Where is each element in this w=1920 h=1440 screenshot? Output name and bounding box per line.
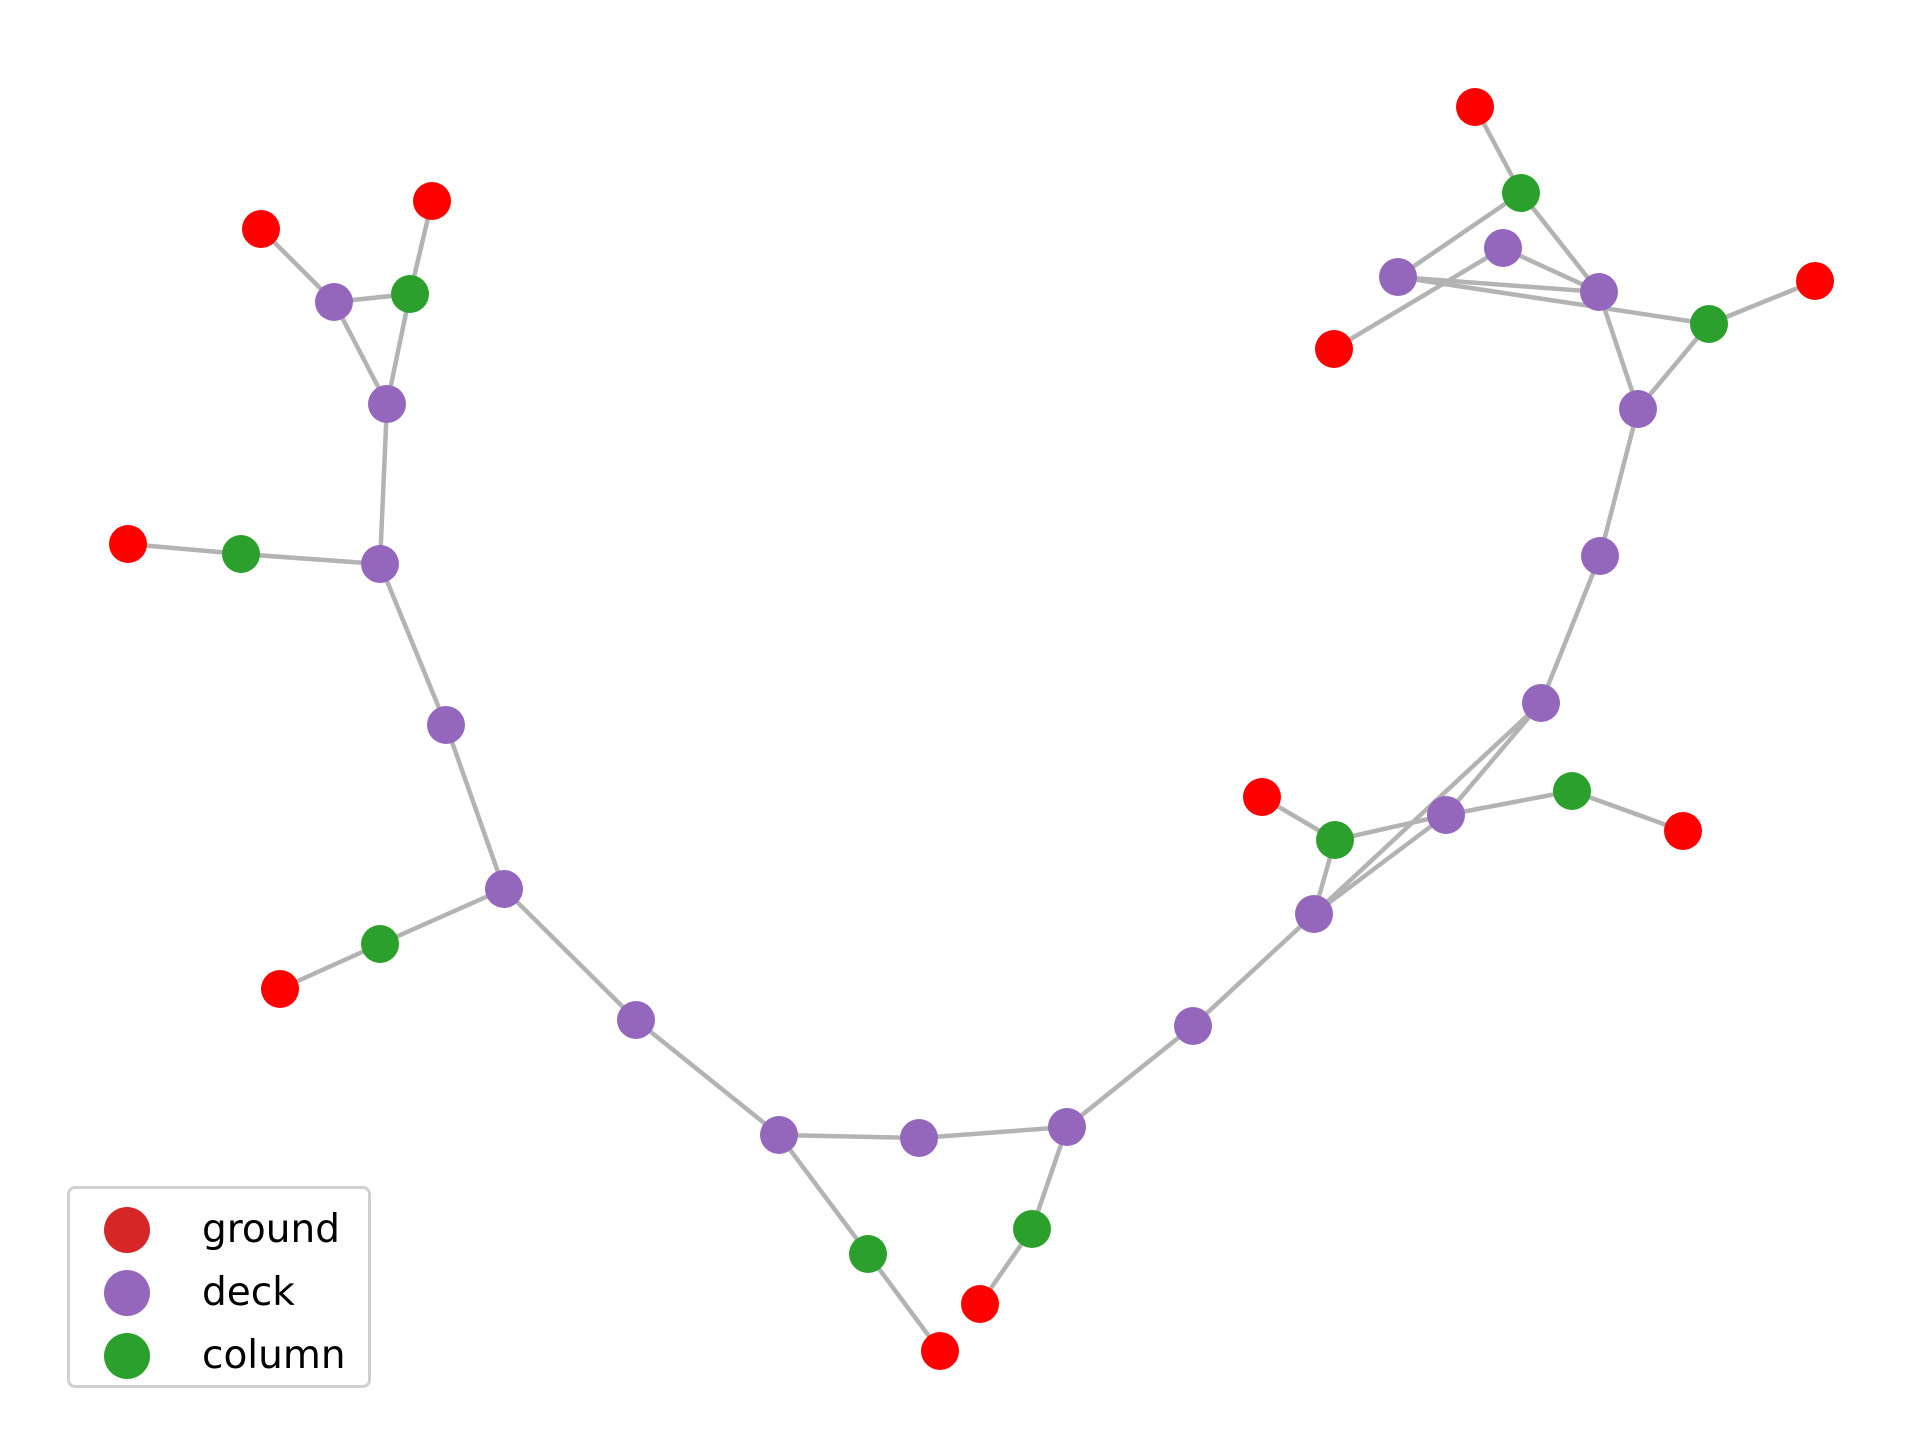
- node-deck-n13: [617, 1001, 655, 1039]
- edge-n9-n10: [443, 722, 507, 892]
- edge-n10-n13: [501, 886, 639, 1023]
- node-deck-n28: [1522, 684, 1560, 722]
- node-deck-n34: [1580, 273, 1618, 311]
- node-deck-n15: [900, 1119, 938, 1157]
- edge-n25-n26: [1443, 788, 1575, 818]
- edge-n16-n21: [1064, 1023, 1196, 1130]
- node-deck-n3: [315, 283, 353, 321]
- node-deck-n25: [1427, 796, 1465, 834]
- node-ground-n36: [1456, 88, 1494, 126]
- node-column-n23: [1316, 821, 1354, 859]
- edge-n14-n17: [776, 1132, 871, 1257]
- node-column-n11: [361, 925, 399, 963]
- node-ground-n20: [961, 1285, 999, 1323]
- node-deck-n14: [760, 1116, 798, 1154]
- edge-n17-n18: [865, 1251, 943, 1354]
- legend-swatch-column: [104, 1333, 150, 1379]
- edge-layer: [125, 104, 1818, 1354]
- node-column-n19: [1013, 1210, 1051, 1248]
- node-deck-n22: [1295, 895, 1333, 933]
- node-column-n7: [222, 535, 260, 573]
- edge-n14-n15: [776, 1132, 922, 1141]
- node-deck-n10: [485, 870, 523, 908]
- edge-n3-n5: [331, 299, 390, 407]
- edge-n15-n16: [916, 1124, 1070, 1141]
- edge-n21-n22: [1190, 911, 1317, 1029]
- legend-label-ground: ground: [202, 1207, 340, 1252]
- edge-n37-n31: [1395, 274, 1712, 327]
- node-deck-n37: [1379, 258, 1417, 296]
- legend-label-deck: deck: [202, 1270, 295, 1315]
- edge-n26-n27: [1569, 788, 1686, 834]
- node-deck-n33: [1484, 229, 1522, 267]
- edge-n29-n30: [1597, 406, 1641, 559]
- edge-n30-n34: [1596, 289, 1641, 412]
- edge-n34-n37: [1395, 274, 1602, 295]
- edge-n22-n25: [1311, 812, 1449, 917]
- node-ground-n38: [1315, 330, 1353, 368]
- edge-n34-n35: [1518, 190, 1602, 295]
- node-deck-n9: [427, 706, 465, 744]
- edge-n8-n9: [377, 561, 449, 728]
- legend-item-ground: ground: [70, 1205, 368, 1255]
- node-column-n35: [1502, 174, 1540, 212]
- node-deck-n21: [1174, 1007, 1212, 1045]
- edge-n10-n11: [377, 886, 507, 947]
- node-ground-n18: [921, 1332, 959, 1370]
- node-column-n4: [391, 275, 429, 313]
- node-column-n26: [1553, 772, 1591, 810]
- node-deck-n29: [1581, 537, 1619, 575]
- legend: ground deck column: [67, 1186, 371, 1388]
- node-ground-n2: [413, 182, 451, 220]
- edge-n5-n8: [377, 401, 390, 567]
- edge-n33-n38: [1331, 245, 1506, 352]
- node-layer: [109, 88, 1834, 1370]
- edge-n13-n14: [633, 1017, 782, 1138]
- legend-label-column: column: [202, 1333, 346, 1378]
- node-ground-n24: [1243, 778, 1281, 816]
- edge-n31-n32: [1706, 278, 1818, 327]
- node-column-n31: [1690, 305, 1728, 343]
- legend-swatch-ground: [104, 1207, 150, 1253]
- edge-n22-n28: [1311, 700, 1544, 917]
- node-deck-n8: [361, 545, 399, 583]
- legend-item-column: column: [70, 1331, 368, 1381]
- node-deck-n5: [368, 385, 406, 423]
- node-deck-n30: [1619, 390, 1657, 428]
- node-ground-n1: [242, 210, 280, 248]
- node-ground-n6: [109, 525, 147, 563]
- node-ground-n32: [1796, 262, 1834, 300]
- node-ground-n27: [1664, 812, 1702, 850]
- node-column-n17: [849, 1235, 887, 1273]
- node-ground-n12: [261, 970, 299, 1008]
- edge-n7-n8: [238, 551, 383, 567]
- edge-n25-n28: [1443, 700, 1544, 818]
- edge-n28-n29: [1538, 553, 1603, 706]
- legend-swatch-deck: [104, 1270, 150, 1316]
- legend-item-deck: deck: [70, 1268, 368, 1318]
- edge-n35-n37: [1395, 190, 1524, 280]
- node-deck-n16: [1048, 1108, 1086, 1146]
